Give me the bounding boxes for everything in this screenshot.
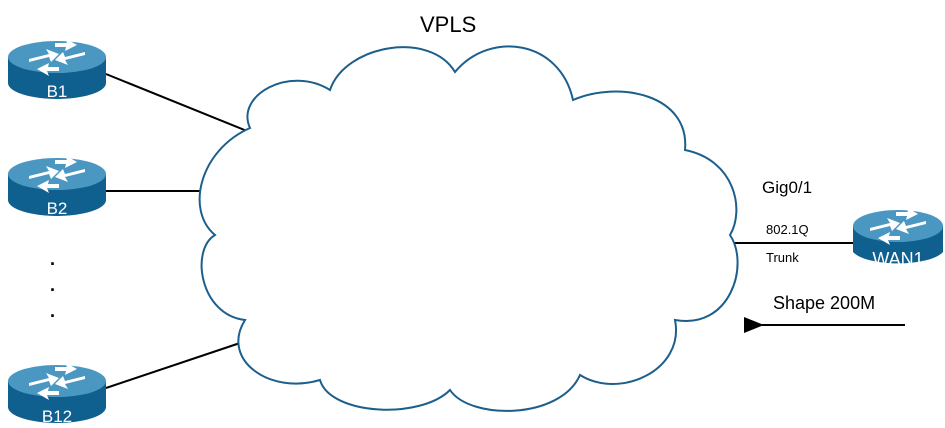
diagram-title: VPLS bbox=[420, 12, 477, 37]
router-wan1-icon bbox=[853, 207, 943, 264]
router-wan1-label: WAN1 bbox=[872, 249, 924, 269]
encapsulation-label: 802.1Q bbox=[766, 222, 809, 237]
router-b2-label: B2 bbox=[46, 199, 68, 218]
router-b12-icon bbox=[8, 362, 106, 423]
vpls-cloud bbox=[198, 45, 739, 412]
link-b1-vpls bbox=[105, 73, 248, 132]
router-b1-icon bbox=[8, 38, 106, 99]
router-b12-label: B12 bbox=[41, 407, 73, 426]
shaping-label: Shape 200M bbox=[773, 293, 876, 313]
ellipsis-more-routers: . . . bbox=[50, 249, 56, 321]
interface-name-label: Gig0/1 bbox=[762, 178, 813, 197]
router-b1-label: B1 bbox=[46, 82, 68, 101]
trunk-mode-label: Trunk bbox=[766, 250, 799, 265]
router-b2-icon bbox=[8, 155, 106, 216]
link-b12-vpls bbox=[105, 341, 244, 389]
